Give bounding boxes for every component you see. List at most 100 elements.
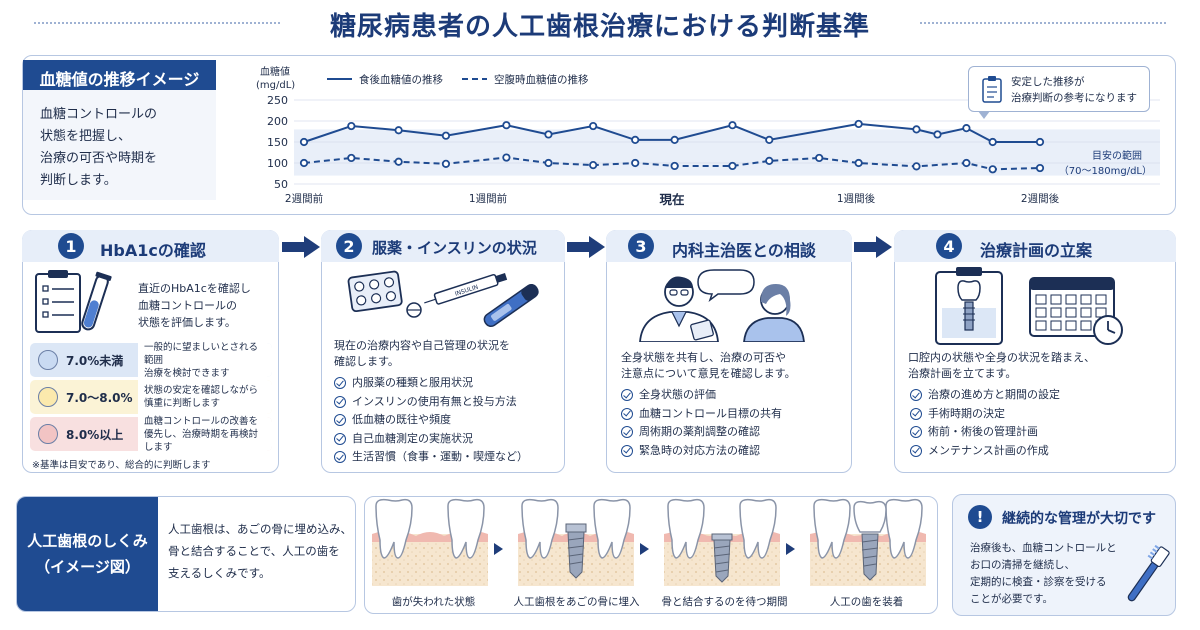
hba1c-note: ※基準は目安であり、総合的に判断します [32,460,211,471]
stage-label: 歯が失われた状態 [391,596,476,608]
y-tick-label: 50 [274,178,288,191]
check-icon [334,377,346,390]
y-axis-label-line2: (mg/dL) [256,80,295,91]
calendar-cell [1050,307,1062,318]
level-desc: 血糖コントロールの改善を優先し、治療時期を再検討します [138,416,272,453]
level-dot-yellow [38,387,58,407]
implant-header-line: 人工歯根のしくみ [27,532,148,550]
step-title-1: HbA1cの確認 [100,241,206,260]
check-icon [334,432,346,445]
glucose-header: 血糖値の推移イメージ [23,60,216,90]
data-point [962,124,971,133]
checklist-item: 治療の進め方と期間の設定 [910,386,1060,405]
stage-label: 人工歯根をあごの骨に埋入 [513,596,640,608]
data-point [299,137,309,147]
stage-arrow-2 [640,543,649,555]
data-point [933,130,942,139]
checklist-label: インスリンの使用有無と投与方法 [352,394,517,408]
step1-text-line: 状態を評価します。 [138,316,236,329]
callout-line: 治療判断の参考になります [1011,92,1137,104]
y-tick-label: 150 [267,136,288,149]
level-value: 8.0%以上 [66,427,124,442]
maintenance-text-line: 定期的に検査・診察を受ける [970,576,1107,588]
glucose-desc-line: 状態を把握し、 [40,129,132,144]
calendar-cell [1035,320,1047,331]
stage-crown-attached [810,498,926,586]
x-tick-label: 2週間後 [1021,192,1060,205]
data-point [912,125,921,134]
step2-text-line: 確認します。 [334,355,399,368]
level-desc-line: 治療を検討できます [144,367,230,379]
data-point [988,137,997,147]
data-point [912,162,921,171]
checklist-item: 低血糖の既往や頻度 [334,411,528,430]
glucose-desc-line: 血糖コントロールの [40,107,158,122]
step-title-3: 内科主治医との相談 [672,241,816,260]
implant-desc-line: 骨と結合することで、人工の歯を [168,544,340,558]
checklist-item: 血糖コントロール目標の共有 [621,405,782,424]
level-value: 7.0%未満 [66,353,124,368]
checklist-item: 内服薬の種類と服用状況 [334,374,528,393]
calendar-cell [1080,307,1092,318]
y-tick-label: 250 [267,94,288,107]
page-title: 糖尿病患者の人工歯根治療における判断基準 [329,12,870,42]
checklist-item: 生活習慣（食事・運動・喫煙など） [334,448,528,467]
check-icon [621,426,633,439]
level-desc: 一般的に望ましいとされる範囲治療を検討できます [138,342,272,379]
calendar-cell [1065,307,1077,318]
data-point [589,161,598,170]
data-point [854,119,863,129]
data-point [299,158,309,168]
check-icon [910,426,922,439]
checklist-label: 全身状態の評価 [639,388,716,401]
implant-stages-illustration [372,498,926,586]
flow-arrow-2 [567,236,605,258]
calendar-cell [1050,294,1062,305]
step-number-4: 4 [936,233,962,259]
maintenance-title: 継続的な管理が大切です [1002,511,1156,527]
hba1c-levels: 7.0%未満 一般的に望ましいとされる範囲治療を検討できます 7.0〜8.0% … [30,342,272,453]
target-range-band [294,129,1160,176]
checklist-item: 全身状態の評価 [621,386,782,405]
level-dot-blue [38,350,58,370]
data-point [589,121,598,131]
check-icon [910,407,922,420]
data-point [765,135,774,145]
calendar-cell [1065,320,1077,331]
x-tick-label: 2週間前 [285,192,323,205]
checklist-label: 治療の進め方と期間の設定 [928,388,1060,401]
calendar-cell [1035,307,1047,318]
data-point [765,156,774,166]
exclamation-icon: ! [968,505,992,529]
data-point [544,158,553,168]
hba1c-level-row: 8.0%以上 血糖コントロールの改善を優先し、治療時期を再検討します [30,416,272,453]
checklist-label: 緊急時の対応方法の確認 [639,443,760,457]
range-label: 目安の範囲 [1092,149,1142,162]
hba1c-level-row: 7.0%未満 一般的に望ましいとされる範囲治療を検討できます [30,342,272,379]
checklist-label: 血糖コントロール目標の共有 [639,406,782,420]
step2-checklist: 内服薬の種類と服用状況 インスリンの使用有無と投与方法 低血糖の既往や頻度 自己… [334,374,528,467]
flow-arrow-3 [854,236,892,258]
checklist-label: 手術時期の決定 [928,406,1005,420]
calendar-cell [1065,294,1077,305]
checklist-item: 周術期の薬剤調整の確認 [621,423,782,442]
x-tick-label: 1週間後 [837,192,876,205]
check-icon [910,389,922,402]
calendar-cell [1080,320,1092,331]
checklist-label: 生活習慣（食事・運動・喫煙など） [352,450,528,463]
data-point [815,153,824,163]
legend-fasting: 空腹時血糖値の推移 [494,73,589,86]
check-icon [334,451,346,464]
check-icon [621,444,633,457]
callout-line: 安定した推移が [1011,76,1085,88]
step3-text-line: 注意点について意見を確認します。 [621,367,796,380]
checklist-label: 自己血糖測定の実施状況 [352,431,473,445]
data-point [670,161,679,171]
stage-arrow-1 [494,543,503,555]
y-axis-label-line1: 血糖値 [260,65,290,78]
glucose-desc-panel [23,90,216,200]
stage-arrow-3 [786,543,795,555]
